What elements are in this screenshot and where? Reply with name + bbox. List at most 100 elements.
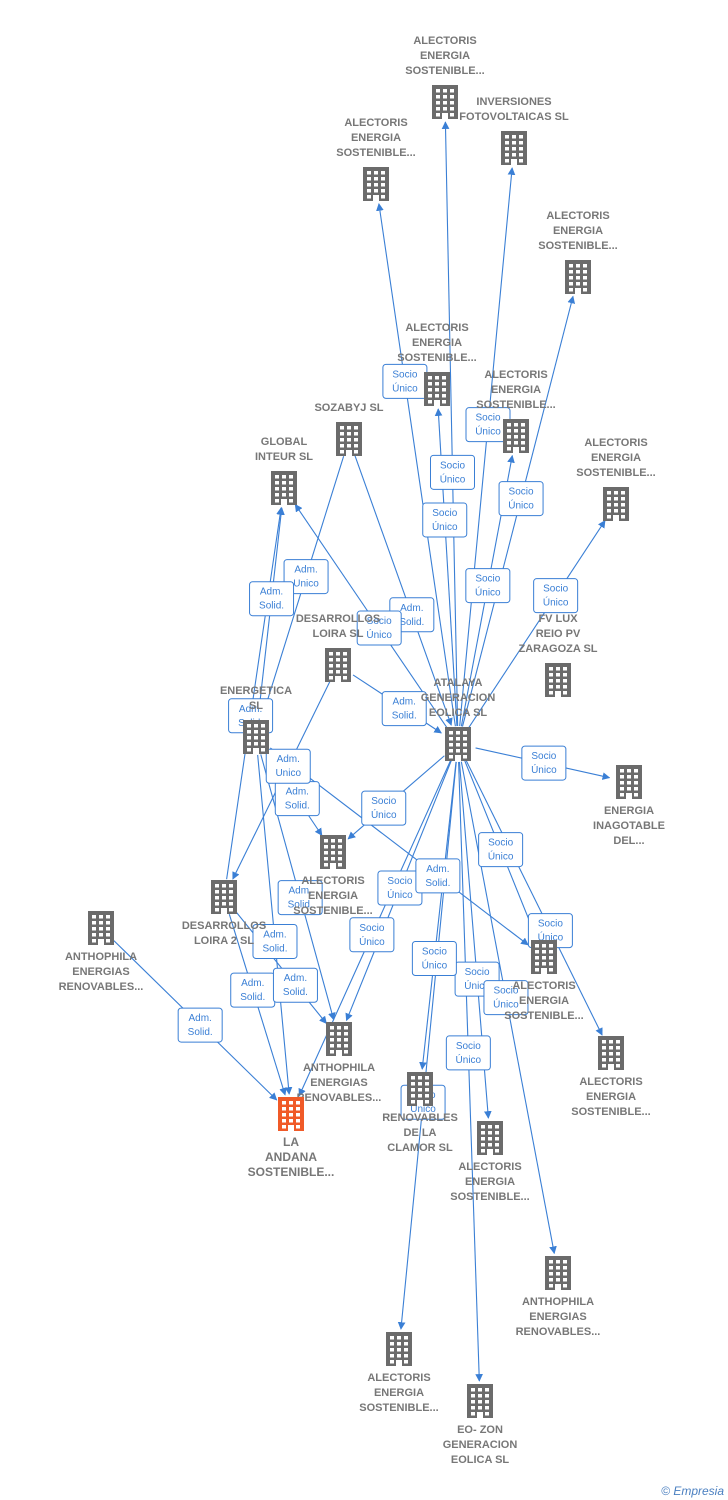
building-window [282,1119,286,1123]
company-node[interactable]: ENERGIAINAGOTABLEDEL... [593,765,665,847]
company-node[interactable]: ALECTORISENERGIASOSTENIBLE... [476,369,556,453]
building-door [442,113,448,119]
building-window [282,1113,286,1117]
node-label-line: ENERGIAS [310,1077,367,1089]
edge-tag[interactable]: Adm.Solid. [274,781,320,817]
edge-tag[interactable]: Adm.Solid. [177,1007,223,1043]
building-window [418,1088,422,1092]
company-node[interactable]: ALECTORISENERGIASOSTENIBLE... [576,437,656,521]
footer-brand[interactable]: © Empresia [661,1484,724,1498]
company-node[interactable]: ANTHOPHILAENERGIASRENOVABLES... [297,1022,382,1104]
edge-tag-text: Único [531,763,557,776]
edge-tag[interactable]: Adm.Solid. [415,858,461,894]
building-window [229,884,233,888]
company-node[interactable]: ALECTORISENERGIASOSTENIBLE... [397,322,477,406]
edge-tag[interactable]: Adm.Solid. [252,923,298,959]
edge-tag-text: Unico [275,768,301,779]
edge-tag[interactable]: Adm.Solid. [277,880,323,916]
edge-tag-box [283,559,329,595]
building-window [282,1101,286,1105]
building-window [471,1412,475,1416]
company-node[interactable]: ANTHOPHILAENERGIASRENOVABLES... [59,911,144,993]
building-window [549,1284,553,1288]
node-label-line: CLAMOR SL [387,1142,453,1154]
node-label-line: GENERACION [421,692,496,704]
edge-tag-box [177,1007,223,1043]
company-node[interactable]: ALECTORISENERGIASOSTENIBLE... [450,1121,530,1203]
building-window [338,845,342,849]
building-door [477,1412,483,1418]
building-window [512,153,516,157]
company-node[interactable]: ALECTORISENERGIASOSTENIBLE... [405,35,485,119]
node-label-line: DE LA [404,1127,437,1139]
company-node[interactable]: ALECTORISENERGIASOSTENIBLE... [571,1036,651,1118]
building-window [542,962,546,966]
building-window [627,787,631,791]
edge-tag[interactable]: Adm.Unico [265,748,311,784]
building-window [583,270,587,274]
company-node[interactable]: ALECTORISENERGIASOSTENIBLE... [538,210,618,294]
node-label-line: ALECTORIS [512,980,575,992]
building-door [434,400,440,406]
edge-tag[interactable]: Adm.Solid. [272,967,318,1003]
company-node-focus[interactable]: LAANDANASOSTENIBLE... [248,1097,335,1179]
building-window [435,376,439,380]
node-label-line: SOSTENIBLE... [476,399,555,411]
building-window [478,1406,482,1410]
building-window [261,736,265,740]
building-window [381,177,385,181]
building-window [330,1044,334,1048]
node-label-line: ENERGIA [351,132,401,144]
building-door [626,793,632,799]
building-window [296,1119,300,1123]
node-label-line: ENERGIA [465,1176,515,1188]
building-window [583,276,587,280]
building-window [569,276,573,280]
edge-tag[interactable]: Adm.Solid. [249,581,295,617]
edge-tag-text: Solid. [285,801,310,812]
company-node[interactable]: SOZABYJ SL [314,402,384,456]
company-node[interactable]: ALECTORISENERGIASOSTENIBLE... [336,117,416,201]
company-node[interactable]: ALECTORISENERGIASOSTENIBLE... [293,835,373,917]
company-node[interactable]: ANTHOPHILAENERGIASRENOVABLES... [516,1256,601,1338]
edge-n13-n19 [465,759,603,1036]
building-window [354,444,358,448]
building-window [576,276,580,280]
edge-tag[interactable]: Adm.Solid. [230,972,276,1008]
node-label-line: LOIRA 2 SL [194,935,254,947]
building-door [417,1100,423,1106]
building-window [563,673,567,677]
edge-tag[interactable]: Adm.Unico [283,559,329,595]
building-window [428,382,432,386]
company-node[interactable]: ALECTORISENERGIASOSTENIBLE... [504,940,584,1022]
company-node[interactable]: ALECTORISENERGIASOSTENIBLE... [359,1332,439,1414]
edge-tag-text: Adm. [288,886,311,897]
building-window [569,264,573,268]
edge-tag[interactable]: Adm.Solid. [381,691,427,727]
